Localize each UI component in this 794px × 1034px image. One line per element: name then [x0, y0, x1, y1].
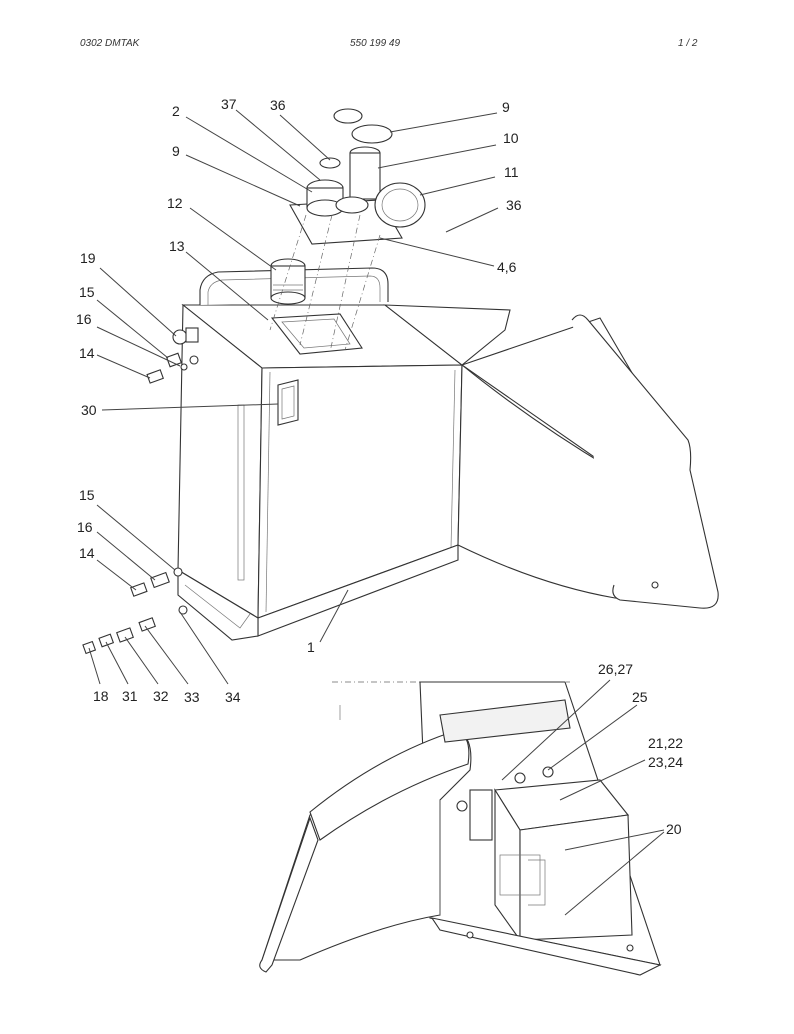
- callout-32: 32: [153, 688, 169, 704]
- callout-15-bottom: 15: [79, 487, 95, 503]
- filler-cap: [351, 124, 393, 144]
- callout-2: 2: [172, 103, 180, 119]
- callout-20: 20: [666, 821, 682, 837]
- filler-parts: [269, 108, 426, 353]
- hopper-chute: [383, 304, 719, 609]
- callout-12: 12: [167, 195, 183, 211]
- callout-30: 30: [81, 402, 97, 418]
- part-number: 550 199 49: [350, 38, 401, 49]
- level-gauge: [374, 182, 426, 228]
- callout-26-27: 26,27: [598, 661, 633, 677]
- callout-9-left: 9: [172, 143, 180, 159]
- callout-1: 1: [307, 639, 315, 655]
- housing-top-rail: [439, 699, 571, 743]
- callout-33: 33: [184, 689, 200, 705]
- callout-31: 31: [122, 688, 138, 704]
- callout-4-6: 4,6: [497, 259, 517, 275]
- leader-lines-lower: [501, 679, 665, 916]
- callout-18: 18: [93, 688, 109, 704]
- document-code: 0302 DMTAK: [80, 38, 140, 49]
- callout-16-top: 16: [76, 311, 92, 327]
- callout-10: 10: [503, 130, 519, 146]
- callout-labels: 2 37 36 9 10 9 11 36 12 4,6 13 19 15 16 …: [76, 96, 683, 837]
- hopper-handle: [571, 314, 719, 609]
- callout-14-top: 14: [79, 345, 95, 361]
- leader-lines-upper: [88, 109, 499, 685]
- callout-16-bottom: 16: [77, 519, 93, 535]
- inner-tank-front: [519, 814, 633, 941]
- callout-23-24: 23,24: [648, 754, 683, 770]
- callout-14-bottom: 14: [79, 545, 95, 561]
- mount-bracket: [177, 569, 259, 641]
- lower-assembly: [259, 681, 662, 976]
- callout-37: 37: [221, 96, 237, 112]
- callout-11: 11: [504, 164, 519, 180]
- callout-36-right: 36: [506, 197, 522, 213]
- callout-19: 19: [80, 250, 96, 266]
- hopper-lip: [383, 304, 511, 366]
- fill-plate: [270, 313, 363, 355]
- callout-36-top: 36: [270, 97, 286, 113]
- tank-assembly: [177, 267, 464, 641]
- page-number: 1 / 2: [678, 38, 698, 49]
- side-fittings: [82, 327, 199, 655]
- callout-9-top: 9: [502, 99, 510, 115]
- callout-25: 25: [632, 689, 648, 705]
- callout-21-22: 21,22: [648, 735, 683, 751]
- callout-13: 13: [169, 238, 185, 254]
- callout-34: 34: [225, 689, 241, 705]
- callout-15-top: 15: [79, 284, 95, 300]
- sight-window: [277, 379, 299, 426]
